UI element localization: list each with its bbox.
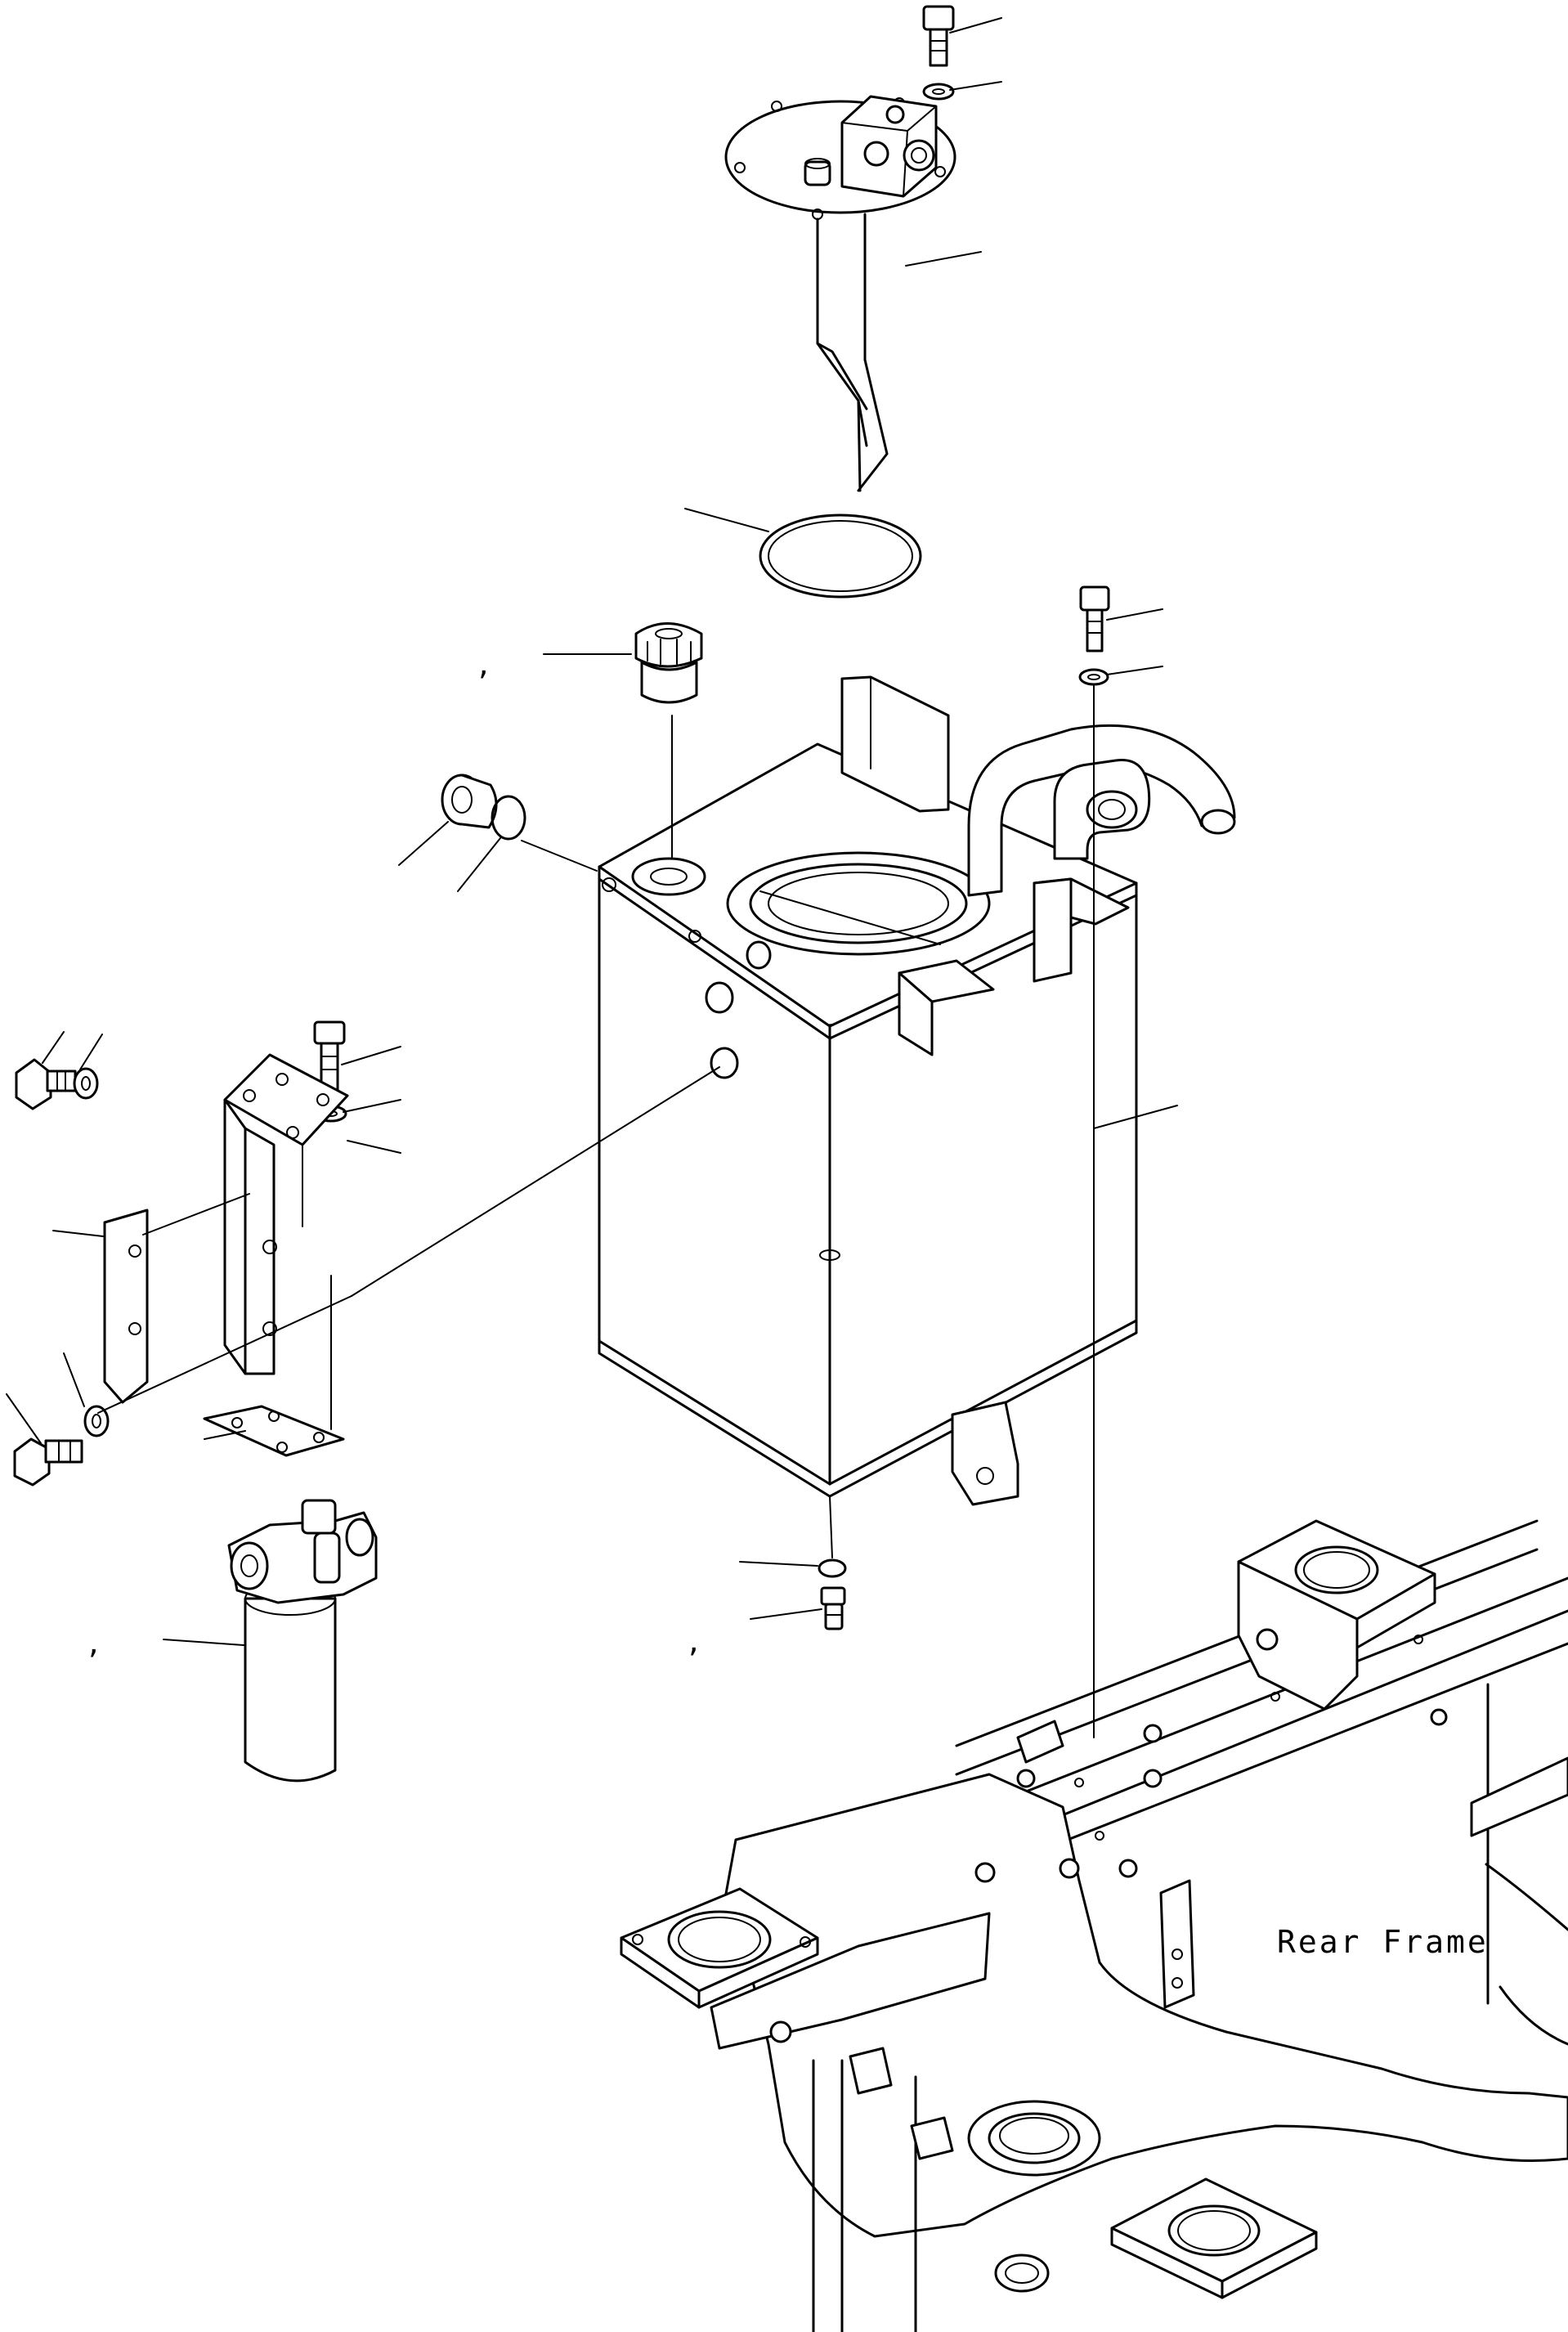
- filter-bracket: [223, 1053, 349, 1375]
- level-gauge-plug: [441, 774, 498, 829]
- mark-comma: ,: [688, 1622, 699, 1660]
- mark-comma: ,: [478, 645, 489, 683]
- filter-bracket-bolt: [313, 1020, 346, 1096]
- drain-o-ring: [818, 1558, 847, 1578]
- drain-plug: [820, 1586, 846, 1630]
- rear-frame-label: Rear Frame: [1277, 1924, 1489, 1960]
- leader-lines: [6, 17, 1178, 1738]
- top-bolt: [922, 5, 955, 67]
- spacer-plate: [103, 1209, 149, 1404]
- suction-flange-plate: [724, 95, 956, 492]
- o-ring: [759, 513, 922, 599]
- tank-mounting-washer: [1078, 668, 1109, 686]
- mark-comma: ,: [88, 1624, 99, 1662]
- filter-base-plate: [203, 1405, 345, 1457]
- breather-cap: [634, 622, 703, 704]
- top-washer: [922, 83, 955, 101]
- hydraulic-tank: [598, 675, 1138, 1506]
- tank-mounting-bolt: [1079, 585, 1110, 653]
- line-filter: [227, 1499, 378, 1783]
- side-washer: [73, 1067, 99, 1100]
- lower-bolt: [13, 1437, 83, 1487]
- level-gauge-seal: [491, 795, 526, 841]
- side-bolt: [15, 1058, 77, 1110]
- lower-washer: [83, 1405, 110, 1437]
- return-pipe: [967, 724, 1236, 897]
- rear-frame: [620, 1519, 1568, 2332]
